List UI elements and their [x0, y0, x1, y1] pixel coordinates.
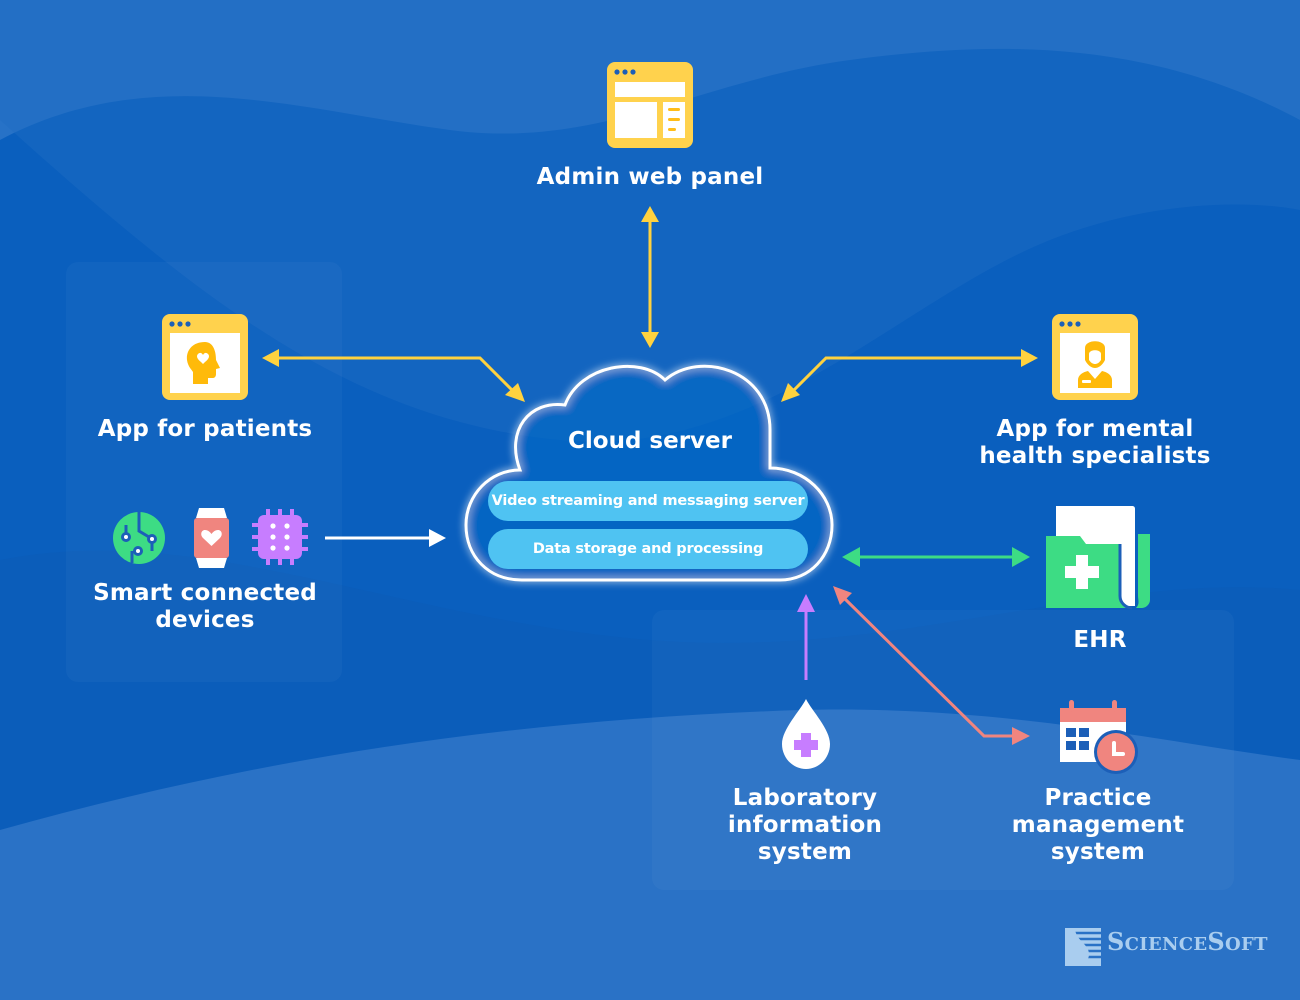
pms-label-line3: system [1050, 839, 1146, 865]
cloud-server-shape [464, 364, 834, 582]
lis-label-line1: Laboratory [732, 785, 878, 811]
connector-devices [325, 529, 446, 547]
ehr-label: EHR [1073, 627, 1127, 653]
connector-specialist-app [781, 349, 1038, 402]
pms-label-line2: management [1011, 812, 1185, 838]
smartwatch-heart-icon [194, 508, 229, 568]
devices-label: Smart connected devices [55, 580, 355, 634]
specialist-app-label: App for mental health specialists [945, 416, 1245, 470]
microchip-icon [252, 509, 308, 565]
video-streaming-pill: Video streaming and messaging server [488, 481, 808, 521]
lis-label: Laboratory information system [680, 785, 930, 866]
logo-wordmark: SCIENCESOFT [1107, 927, 1268, 956]
admin-panel-label: Admin web panel [536, 164, 764, 190]
medical-folder-icon [1046, 506, 1150, 610]
specialist-app-label-line1: App for mental [996, 416, 1194, 442]
circuit-sphere-icon [113, 512, 165, 564]
lis-label-line2: information [727, 812, 883, 838]
calendar-clock-icon [1060, 700, 1138, 774]
blood-drop-cross-icon [782, 699, 830, 769]
sciencesoft-logo: SCIENCESOFT [1065, 927, 1268, 956]
connector-patient-app [262, 349, 525, 402]
cloud-server-title: Cloud server [568, 428, 732, 454]
pms-label: Practice management system [970, 785, 1226, 866]
data-storage-pill: Data storage and processing [488, 529, 808, 569]
connector-ehr [842, 547, 1030, 567]
connector-pms [833, 586, 1030, 745]
head-with-heart-icon [162, 314, 248, 400]
browser-window-layout-icon [607, 62, 693, 148]
sciencesoft-logo-icon [1065, 928, 1101, 966]
specialist-app-label-line2: health specialists [979, 443, 1211, 469]
lis-label-line3: system [757, 839, 853, 865]
connector-lis [797, 594, 815, 680]
connector-admin [641, 206, 659, 348]
doctor-avatar-icon [1052, 314, 1138, 400]
patient-app-label: App for patients [97, 416, 313, 442]
devices-label-line2: devices [155, 607, 255, 633]
devices-label-line1: Smart connected [93, 580, 317, 606]
pms-label-line1: Practice [1044, 785, 1152, 811]
